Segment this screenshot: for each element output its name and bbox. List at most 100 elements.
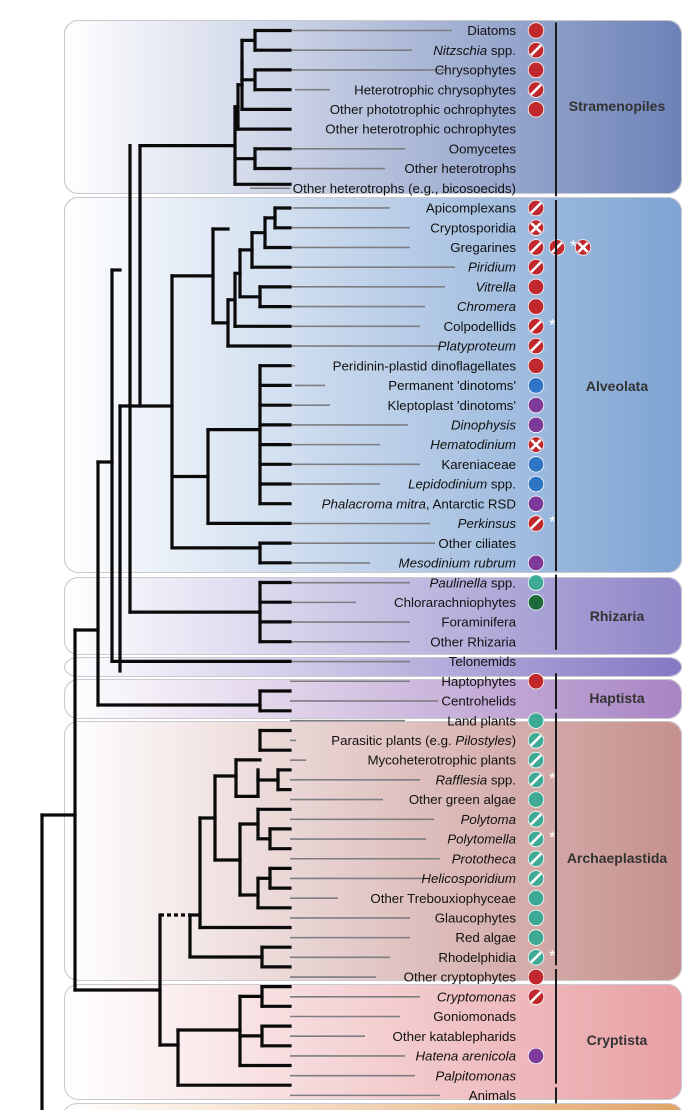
taxon-label: Land plants	[447, 713, 516, 728]
taxon-label: Palpitomonas	[435, 1068, 516, 1083]
taxon-label: Vitrella	[476, 279, 516, 294]
taxon-label: Lepidodinium spp.	[408, 477, 516, 492]
lost-dot-red	[574, 239, 592, 256]
taxon-label: Colpodellids	[444, 319, 517, 334]
taxon-label: Piridium	[468, 260, 516, 275]
taxon-label: Kareniaceae	[441, 457, 516, 472]
reduced-dot-teal	[527, 870, 545, 887]
taxon-label: Helicosporidium	[421, 871, 516, 886]
status-dot-teal	[527, 909, 545, 927]
panel-haptista	[64, 679, 682, 719]
taxon-label: Haptophytes	[441, 674, 516, 689]
reduced-dot-teal	[527, 751, 545, 769]
taxon-label: Rafflesia spp.	[435, 772, 516, 787]
status-dot-red	[527, 673, 545, 690]
status-dot-red	[527, 101, 545, 118]
taxon-label: Chlorarachniophytes	[394, 595, 516, 610]
taxon-label: Mycoheterotrophic plants	[367, 753, 516, 768]
taxon-label: Permanent 'dinotoms'	[388, 378, 516, 393]
taxon-label: Glaucophytes	[435, 911, 517, 926]
status-dot-teal	[527, 574, 545, 591]
group-label-alveolata: Alveolata	[586, 378, 648, 394]
taxon-label: Heterotrophic chrysophytes	[354, 82, 516, 97]
status-dot-red	[527, 968, 545, 986]
taxon-label: Gregarines	[450, 240, 516, 255]
status-dot-purple	[527, 495, 545, 512]
panel-stramenopiles	[64, 20, 682, 194]
reduced-dot-red	[527, 199, 545, 217]
reduced-dot-red	[527, 81, 545, 98]
group-label-cryptista: Cryptista	[587, 1032, 648, 1048]
status-dot-red	[527, 61, 545, 79]
status-dot-purple	[527, 1047, 545, 1065]
status-dot-blue	[527, 475, 545, 493]
panel-alveolata	[64, 197, 682, 573]
reduced-dot-red	[527, 42, 545, 59]
reduced-dot-teal	[527, 830, 545, 848]
taxon-label: Animals	[469, 1088, 517, 1103]
status-dot-red	[527, 278, 545, 296]
star-marker: *	[549, 513, 556, 532]
taxon-label: Cryptosporidia	[430, 220, 516, 235]
taxon-label: Dinophysis	[451, 418, 516, 433]
taxon-label: Polytoma	[461, 812, 516, 827]
taxon-label: Hematodinium	[430, 437, 516, 452]
star-marker: *	[549, 946, 556, 965]
taxon-label: Rhodelphidia	[438, 950, 516, 965]
taxon-label: Other cryptophytes	[404, 970, 517, 985]
star-marker: *	[549, 828, 556, 847]
taxon-label: Parasitic plants (e.g. Pilostyles)	[331, 733, 516, 748]
reduced-dot-red	[527, 318, 545, 335]
lost-dot-red	[527, 436, 545, 453]
status-dot-teal	[527, 929, 545, 946]
status-dot-purple	[527, 554, 545, 572]
taxon-label: Red algae	[455, 930, 516, 945]
taxon-label: Phalacroma mitra, Antarctic RSD	[322, 496, 516, 511]
taxon-label: Chromera	[457, 299, 516, 314]
taxon-label: Perkinsus	[458, 516, 517, 531]
status-dot-blue	[527, 377, 545, 394]
reduced-dot-teal	[527, 949, 545, 966]
reduced-dot-red	[527, 337, 545, 355]
lost-dot-red	[527, 219, 545, 236]
taxon-label: Other phototrophic ochrophytes	[330, 102, 517, 117]
panel-archaeplastida	[64, 721, 682, 981]
taxon-label: Platyproteum	[438, 339, 516, 354]
reduced-dot-red	[527, 239, 545, 256]
taxon-label: Peridinin-plastid dinoflagellates	[333, 358, 517, 373]
panel-group-7	[64, 1103, 682, 1110]
star-marker: *	[549, 315, 556, 334]
taxon-label: Other ciliates	[438, 536, 516, 551]
status-dot-green	[527, 594, 545, 611]
taxon-label: Other heterotrophs (e.g., bicosoecids)	[293, 181, 516, 196]
taxon-label: Oomycetes	[449, 141, 517, 156]
taxon-label: Foraminifera	[441, 615, 516, 630]
reduced-dot-teal	[527, 850, 545, 867]
star-marker: *	[549, 769, 556, 788]
taxon-label: Other katablepharids	[393, 1029, 517, 1044]
panel-cryptista	[64, 984, 682, 1100]
taxon-label: Mesodinium rubrum	[399, 556, 517, 571]
status-dot-blue	[527, 456, 545, 473]
reduced-dot-red	[527, 258, 545, 276]
taxon-label: Other Rhizaria	[430, 634, 516, 649]
taxon-label: Prototheca	[452, 851, 516, 866]
taxon-label: Goniomonads	[433, 1009, 516, 1024]
reduced-dot-teal	[527, 732, 545, 749]
reduced-dot-red	[527, 988, 545, 1005]
taxon-label: Hatena arenicola	[415, 1049, 516, 1064]
status-dot-teal	[527, 712, 545, 729]
status-dot-teal	[527, 889, 545, 907]
taxon-label: Polytomella	[447, 832, 516, 847]
group-label-rhizaria: Rhizaria	[590, 608, 645, 624]
taxon-label: Chrysophytes	[435, 63, 517, 78]
status-dot-purple	[527, 396, 545, 414]
taxon-label: Paulinella spp.	[430, 575, 517, 590]
taxon-label: Centrohelids	[441, 694, 516, 709]
status-dot-red	[527, 298, 545, 315]
panel-rhizaria	[64, 577, 682, 655]
taxon-label: Apicomplexans	[426, 201, 517, 216]
group-label-stramenopiles: Stramenopiles	[569, 98, 666, 114]
star-marker: *	[570, 236, 577, 255]
reduced-dot-red	[527, 515, 545, 532]
